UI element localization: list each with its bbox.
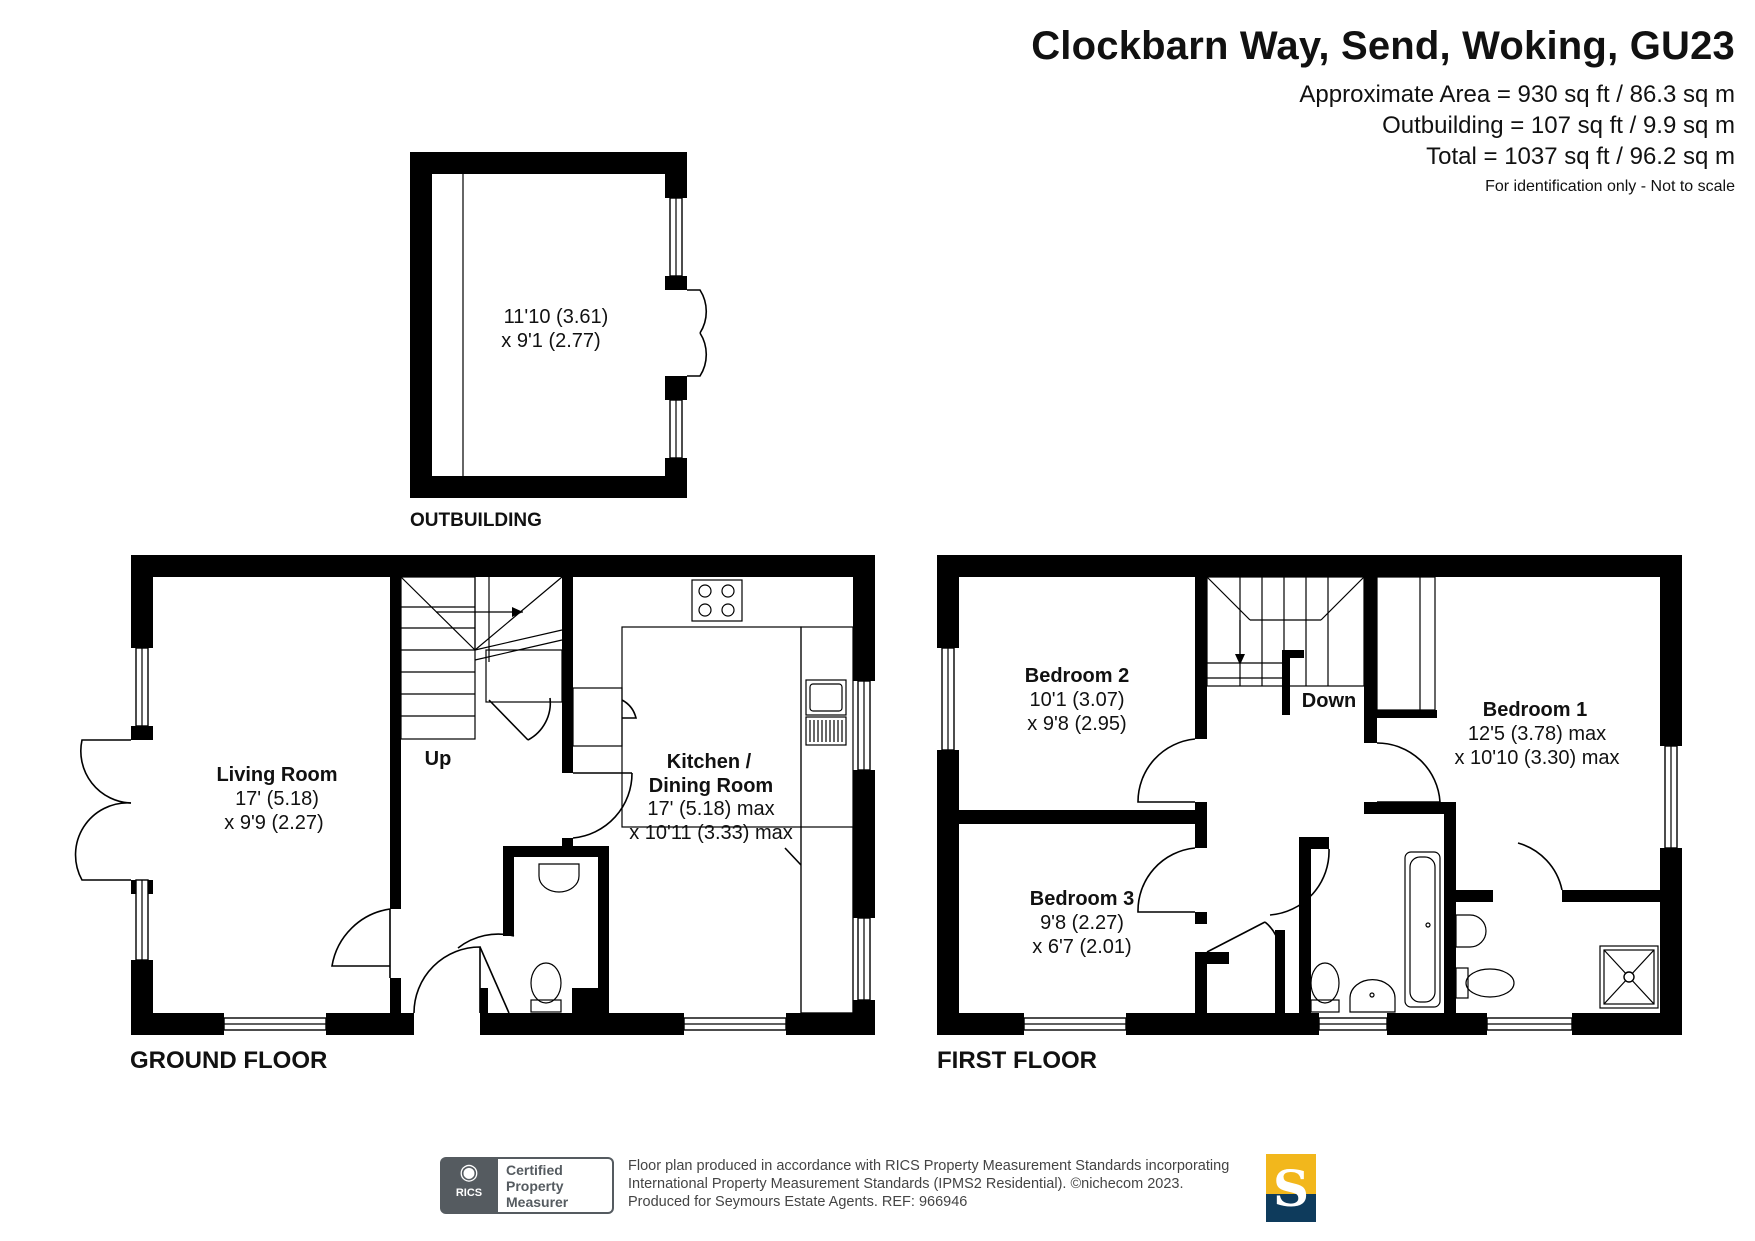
footer-line1: Floor plan produced in accordance with R…	[628, 1158, 1230, 1174]
bedroom2-name: Bedroom 2	[1025, 665, 1129, 687]
bedroom3-dim1: 9'8 (2.27)	[1040, 912, 1124, 934]
first-floor-plan: Down Bedroom 2 10'1 (3.07) x 9'8 (2.95) …	[937, 555, 1682, 1074]
rics-certified-badge: ◉ RICS Certified Property Measurer	[440, 1157, 616, 1214]
total-area: Total = 1037 sq ft / 96.2 sq m	[1426, 143, 1735, 170]
kitchen-name-line1: Kitchen /	[667, 751, 752, 773]
outbuilding-label: OUTBUILDING	[410, 510, 542, 531]
kitchen-dim1: 17' (5.18) max	[647, 798, 774, 820]
cert-line3: Measurer	[506, 1194, 569, 1210]
rics-logo-text: RICS	[455, 1187, 483, 1199]
kitchen-name-line2: Dining Room	[649, 775, 773, 797]
living-room-dim2: x 9'9 (2.27)	[224, 812, 323, 834]
bedroom3-name: Bedroom 3	[1030, 888, 1134, 910]
bedroom1-dim2: x 10'10 (3.30) max	[1454, 747, 1619, 769]
first-stairs-label: Down	[1302, 690, 1356, 712]
ground-stairs-label: Up	[425, 748, 452, 770]
seymours-logo-letter: S	[1272, 1159, 1310, 1218]
outbuilding-dim2: x 9'1 (2.77)	[501, 330, 600, 352]
outbuilding-area: Outbuilding = 107 sq ft / 9.9 sq m	[1382, 112, 1735, 139]
living-room-dim1: 17' (5.18)	[235, 788, 319, 810]
bedroom1-dim1: 12'5 (3.78) max	[1468, 723, 1606, 745]
certified-measurer-box: Certified Property Measurer	[498, 1157, 614, 1214]
footer-line3: Produced for Seymours Estate Agents. REF…	[628, 1194, 968, 1210]
outbuilding-dim1: 11'10 (3.61)	[504, 306, 609, 328]
ground-floor-label: GROUND FLOOR	[130, 1047, 327, 1074]
bedroom1-name: Bedroom 1	[1483, 699, 1587, 721]
rics-emblem-icon: ◉	[459, 1159, 479, 1184]
approximate-area: Approximate Area = 930 sq ft / 86.3 sq m	[1299, 81, 1735, 108]
cert-line2: Property	[506, 1178, 564, 1194]
bedroom2-dim2: x 9'8 (2.95)	[1027, 713, 1126, 735]
rics-logo: ◉ RICS	[440, 1157, 498, 1214]
seymours-logo: S	[1266, 1154, 1316, 1222]
disclaimer: For identification only - Not to scale	[1485, 178, 1735, 195]
living-room-name: Living Room	[216, 764, 337, 786]
bedroom2-dim1: 10'1 (3.07)	[1030, 689, 1125, 711]
ground-floor-plan: Up Living Room 17' (5.18) x 9'9 (2.27) K…	[74, 555, 875, 1074]
outbuilding-plan: 11'10 (3.61) x 9'1 (2.77) OUTBUILDING	[410, 152, 707, 531]
property-address-title: Clockbarn Way, Send, Woking, GU23	[1031, 24, 1735, 68]
footer-line2: International Property Measurement Stand…	[628, 1176, 1184, 1192]
bedroom3-dim2: x 6'7 (2.01)	[1032, 936, 1131, 958]
kitchen-dim2: x 10'11 (3.33) max	[629, 822, 793, 844]
cert-line1: Certified	[506, 1162, 563, 1178]
first-floor-label: FIRST FLOOR	[937, 1047, 1097, 1074]
